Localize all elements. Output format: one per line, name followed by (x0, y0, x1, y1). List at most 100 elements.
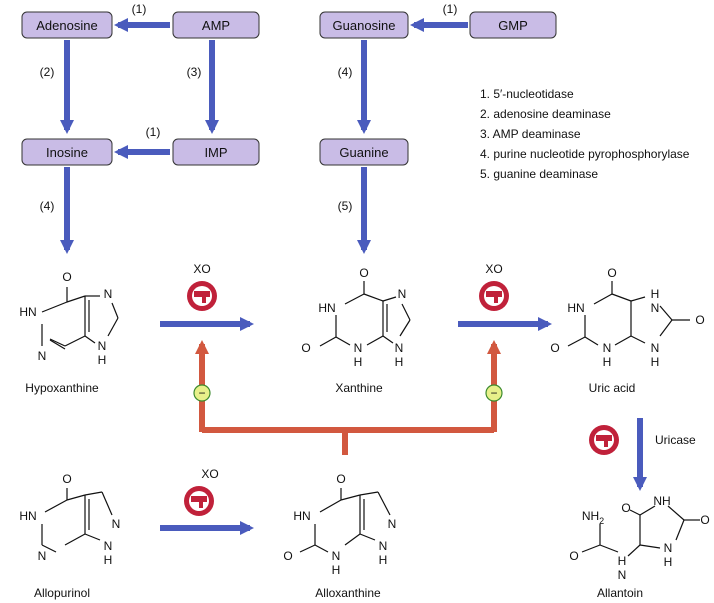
atom-o: O (359, 266, 368, 280)
atom-n: N (603, 341, 612, 355)
molecule-label-allopurinol: Allopurinol (34, 586, 90, 600)
box-guanosine: Guanosine (319, 11, 409, 39)
atom-hn: HN (19, 509, 36, 523)
uricase-enzyme-icon: Uricase (589, 425, 696, 455)
molecule-label-hypoxanthine: Hypoxanthine (25, 381, 99, 395)
legend-item-2: 2. adenosine deaminase (480, 107, 611, 121)
atom-h: H (98, 353, 107, 367)
step-label-amp-adenosine: (1) (132, 2, 147, 16)
enzyme-legend: 1. 5′-nucleotidase 2. adenosine deaminas… (480, 87, 690, 181)
atom-h: H (664, 555, 673, 569)
atom-n: N (395, 341, 404, 355)
atom-n: N (104, 539, 113, 553)
molecule-hypoxanthine-atoms: O HN N N N H Hypoxanthine (19, 270, 112, 395)
atom-o: O (695, 313, 704, 327)
atom-n: N (388, 517, 397, 531)
box-guanosine-label: Guanosine (333, 18, 396, 33)
step-label-guanosine-guanine: (4) (338, 65, 353, 79)
legend-item-1: 1. 5′-nucleotidase (480, 87, 574, 101)
atom-h: H (618, 554, 627, 568)
enzyme-label-uricase: Uricase (655, 433, 696, 447)
step-label-imp-inosine: (1) (146, 125, 161, 139)
step-label-inosine-hypoxanthine: (4) (40, 199, 55, 213)
atom-hn: HN (567, 301, 584, 315)
molecule-xanthine (319, 281, 411, 347)
inhibitor-minus-icon: − (193, 384, 211, 402)
box-gmp-label: GMP (498, 18, 528, 33)
atom-n: N (651, 301, 660, 315)
atom-h: H (651, 355, 660, 369)
atom-h: H (104, 553, 113, 567)
enzyme-label-xo: XO (193, 262, 210, 276)
step-label-amp-imp: (3) (187, 65, 202, 79)
atom-n: N (38, 549, 47, 563)
box-amp-label: AMP (202, 18, 230, 33)
atom-h: H (354, 355, 363, 369)
molecule-allopurinol-atoms: O HN N N N H Allopurinol (19, 472, 120, 600)
box-adenosine-label: Adenosine (36, 18, 97, 33)
box-adenosine: Adenosine (21, 11, 113, 39)
atom-o: O (607, 266, 616, 280)
box-imp: IMP (172, 138, 260, 166)
xo-enzyme-icon: XO (479, 262, 509, 311)
legend-item-3: 3. AMP deaminase (480, 127, 581, 141)
box-gmp: GMP (469, 11, 557, 39)
atom-h: H (332, 563, 341, 577)
legend-item-5: 5. guanine deaminase (480, 167, 598, 181)
atom-nh2: NH2 (582, 509, 604, 526)
atom-n: N (38, 349, 47, 363)
atom-o: O (569, 549, 578, 563)
inhibitor-minus-icon: − (485, 384, 503, 402)
atom-n: N (651, 341, 660, 355)
molecule-hypoxanthine (41, 287, 119, 350)
enzyme-label-xo: XO (201, 467, 218, 481)
molecule-alloxanthine (299, 488, 391, 553)
step-label-guanine-xanthine: (5) (338, 199, 353, 213)
atom-n: N (398, 287, 407, 301)
atom-o: O (62, 270, 71, 284)
atom-o: O (700, 513, 709, 527)
atom-hn: HN (19, 305, 36, 319)
molecule-label-uric-acid: Uric acid (589, 381, 636, 395)
atom-o: O (301, 341, 310, 355)
atom-n: N (379, 539, 388, 553)
box-amp: AMP (172, 11, 260, 39)
box-guanine: Guanine (319, 138, 409, 166)
svg-text:−: − (198, 386, 205, 400)
atom-h: H (395, 355, 404, 369)
atom-o: O (621, 501, 630, 515)
molecule-allopurinol (41, 488, 113, 553)
molecule-allantoin-atoms: NH2 O H N O NH O N H Allantoin (569, 494, 709, 600)
atom-n: N (664, 541, 673, 555)
molecule-allantoin (581, 505, 700, 557)
xo-enzyme-icon: XO (184, 467, 219, 516)
molecule-alloxanthine-atoms: O HN N O N H N H Alloxanthine (283, 472, 396, 600)
atom-n: N (354, 341, 363, 355)
molecule-xanthine-atoms: O HN N O N H N H Xanthine (301, 266, 406, 395)
molecule-label-allantoin: Allantoin (597, 586, 643, 600)
legend-item-4: 4. purine nucleotide pyrophosphorylase (480, 147, 690, 161)
atom-o: O (62, 472, 71, 486)
step-label-adenosine-inosine: (2) (40, 65, 55, 79)
atom-n: N (112, 517, 121, 531)
molecule-uric-acid-atoms: O HN H N O O N H N H Uric acid (550, 266, 704, 395)
atom-o: O (336, 472, 345, 486)
box-guanine-label: Guanine (339, 145, 388, 160)
atom-n: N (618, 568, 627, 582)
step-label-gmp-guanosine: (1) (443, 2, 458, 16)
atom-h: H (379, 553, 388, 567)
molecule-label-xanthine: Xanthine (335, 381, 383, 395)
box-imp-label: IMP (204, 145, 227, 160)
enzyme-label-xo: XO (485, 262, 502, 276)
box-inosine: Inosine (21, 138, 113, 166)
atom-n: N (332, 549, 341, 563)
svg-text:−: − (490, 386, 497, 400)
xo-enzyme-icon: XO (187, 262, 217, 311)
molecule-label-alloxanthine: Alloxanthine (315, 586, 381, 600)
atom-hn: HN (293, 509, 310, 523)
atom-h: H (603, 355, 612, 369)
box-inosine-label: Inosine (46, 145, 88, 160)
molecule-uric-acid (567, 281, 690, 347)
atom-h: H (651, 287, 660, 301)
